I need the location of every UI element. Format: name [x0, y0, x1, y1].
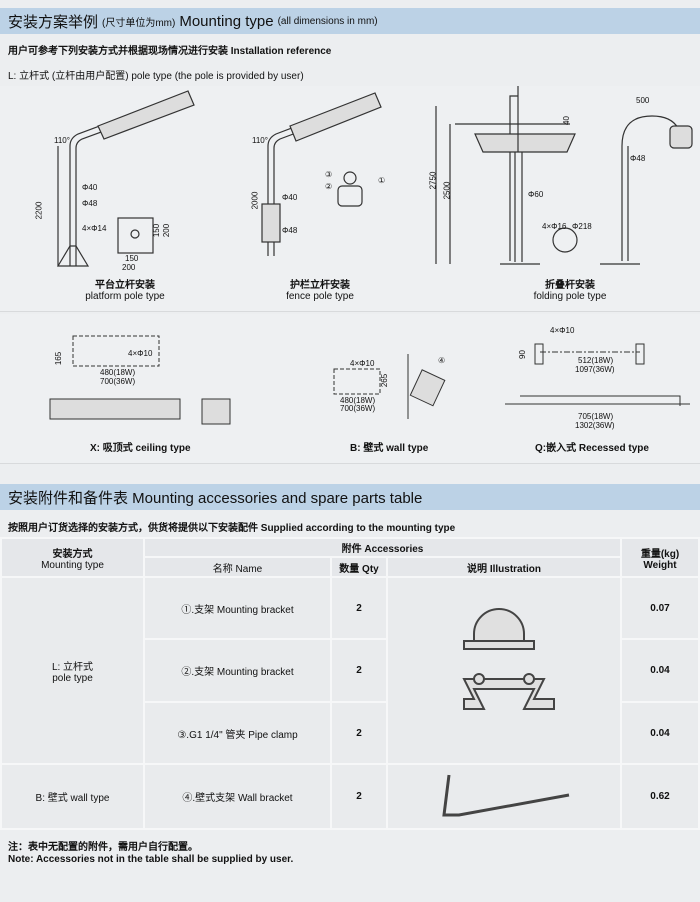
- note-cn: 注：表中无配置的附件，需用户自行配置。: [8, 842, 198, 853]
- callout-2: ②: [325, 182, 333, 191]
- item-qty: 2: [330, 638, 388, 703]
- dim-200v: 200: [162, 223, 172, 238]
- title-unit: (尺寸单位为mm): [102, 17, 176, 29]
- dim-150v: 150: [152, 223, 162, 238]
- item-qty: 2: [330, 701, 388, 765]
- section2-title: 安装附件和备件表 Mounting accessories and spare …: [8, 489, 423, 507]
- item-qty: 2: [330, 576, 388, 640]
- dim-700: 700(36W): [340, 404, 376, 413]
- note-en: Note: Accessories not in the table shall…: [8, 854, 294, 865]
- dim-700: 700(36W): [100, 377, 136, 386]
- item-name: ②.支架 Mounting bracket: [143, 638, 332, 703]
- header-illustration: 说明 Illustration: [386, 556, 622, 578]
- label-en: platform pole type: [85, 291, 165, 302]
- dim-265: 265: [380, 373, 390, 388]
- installation-reference: 用户可参考下列安装方式并根据现场情况进行安装 Installation refe…: [8, 46, 332, 57]
- dim-500: 500: [636, 96, 650, 105]
- dim-holes: 4×Φ10: [550, 326, 575, 335]
- dim-480: 480(18W): [340, 396, 376, 405]
- dim-480: 480(18W): [100, 368, 136, 377]
- header-qty: 数量 Qty: [330, 556, 388, 578]
- supplied-note: 按照用户订货选择的安装方式，供货将提供以下安装配件 Supplied accor…: [8, 523, 456, 534]
- item-weight: 0.04: [620, 701, 700, 765]
- dim-height: 2000: [250, 191, 260, 210]
- header-name: 名称 Name: [143, 556, 332, 578]
- dim-200: 200: [122, 263, 136, 272]
- dim-512: 512(18W): [578, 356, 614, 365]
- section-header-accessories: 安装附件和备件表 Mounting accessories and spare …: [0, 484, 700, 510]
- label-en: folding pole type: [533, 291, 607, 302]
- dim-angle: 110°: [252, 136, 268, 145]
- wall-bracket-illustration: [386, 763, 622, 830]
- callout-3: ③: [325, 170, 333, 179]
- callout-4: ④: [438, 356, 446, 365]
- wall-type-label: B: 壁式 wall type: [350, 443, 429, 454]
- item-qty: 2: [330, 763, 388, 830]
- dim-dia48: Φ48: [82, 199, 98, 208]
- dim-dia40: Φ40: [282, 193, 298, 202]
- dim-150: 150: [125, 254, 139, 263]
- ceiling-wall-recessed-panel: 165 4×Φ10 480(18W) 700(36W) X: 吸顶式 ceili…: [0, 314, 700, 464]
- dim-165: 165: [54, 351, 64, 366]
- item-weight: 0.07: [620, 576, 700, 640]
- dim-holes: 4×Φ10: [350, 359, 375, 368]
- dim-holes: 4×Φ14: [82, 224, 107, 233]
- title-en: Mounting type: [179, 12, 274, 30]
- bracket-illustration: [386, 576, 622, 765]
- item-name: ④.壁式支架 Wall bracket: [143, 763, 332, 830]
- group-wall-type: B: 壁式 wall type: [0, 763, 145, 830]
- header-weight: 重量(kg)Weight: [620, 537, 700, 578]
- title-cn: 安装方案举例: [8, 13, 99, 31]
- dim-angle: 110°: [54, 136, 70, 145]
- header-accessories: 附件 Accessories: [143, 537, 622, 558]
- recessed-type-label: Q:嵌入式 Recessed type: [535, 443, 649, 454]
- dim-height: 2200: [34, 201, 44, 220]
- callout-1: ①: [378, 176, 386, 185]
- dim-90: 90: [517, 350, 527, 359]
- label-cn: 平台立杆安装: [95, 280, 155, 291]
- label-en: fence pole type: [286, 291, 354, 302]
- dim-dia40: Φ40: [82, 183, 98, 192]
- dim-dia218: Φ218: [572, 222, 592, 231]
- pole-drawings: [56, 86, 693, 267]
- dim-1302: 1302(36W): [575, 421, 615, 430]
- dim-dia60: Φ60: [528, 190, 544, 199]
- dim-705: 705(18W): [578, 412, 614, 421]
- label-cn: 折叠杆安装: [545, 280, 595, 291]
- section-header-mounting-type: 安装方案举例 (尺寸单位为mm) Mounting type (all dime…: [0, 8, 700, 34]
- pole-type-line: L: 立杆式 (立杆由用户配置) pole type (the pole is …: [8, 71, 304, 82]
- dim-holes: 4×Φ10: [128, 349, 153, 358]
- dim-40: 40: [561, 116, 571, 125]
- dim-2750: 2750: [428, 171, 438, 190]
- label-cn: 护栏立杆安装: [290, 280, 350, 291]
- dim-holes: 4×Φ16: [542, 222, 567, 231]
- dim-2500: 2500: [442, 181, 452, 200]
- dim-dia48: Φ48: [630, 154, 646, 163]
- dim-dia48: Φ48: [282, 226, 298, 235]
- item-name: ③.G1 1/4" 管夹 Pipe clamp: [143, 701, 332, 765]
- pole-diagrams-panel: 110° 2200 Φ40 Φ48 4×Φ14 150 200 150 200 …: [0, 86, 700, 312]
- item-weight: 0.04: [620, 638, 700, 703]
- ceiling-type-label: X: 吸顶式 ceiling type: [90, 443, 191, 454]
- dim-1097: 1097(36W): [575, 365, 615, 374]
- item-name: ①.支架 Mounting bracket: [143, 576, 332, 640]
- title-note: (all dimensions in mm): [277, 15, 378, 27]
- item-weight: 0.62: [620, 763, 700, 830]
- mounting-drawings: [49, 335, 690, 425]
